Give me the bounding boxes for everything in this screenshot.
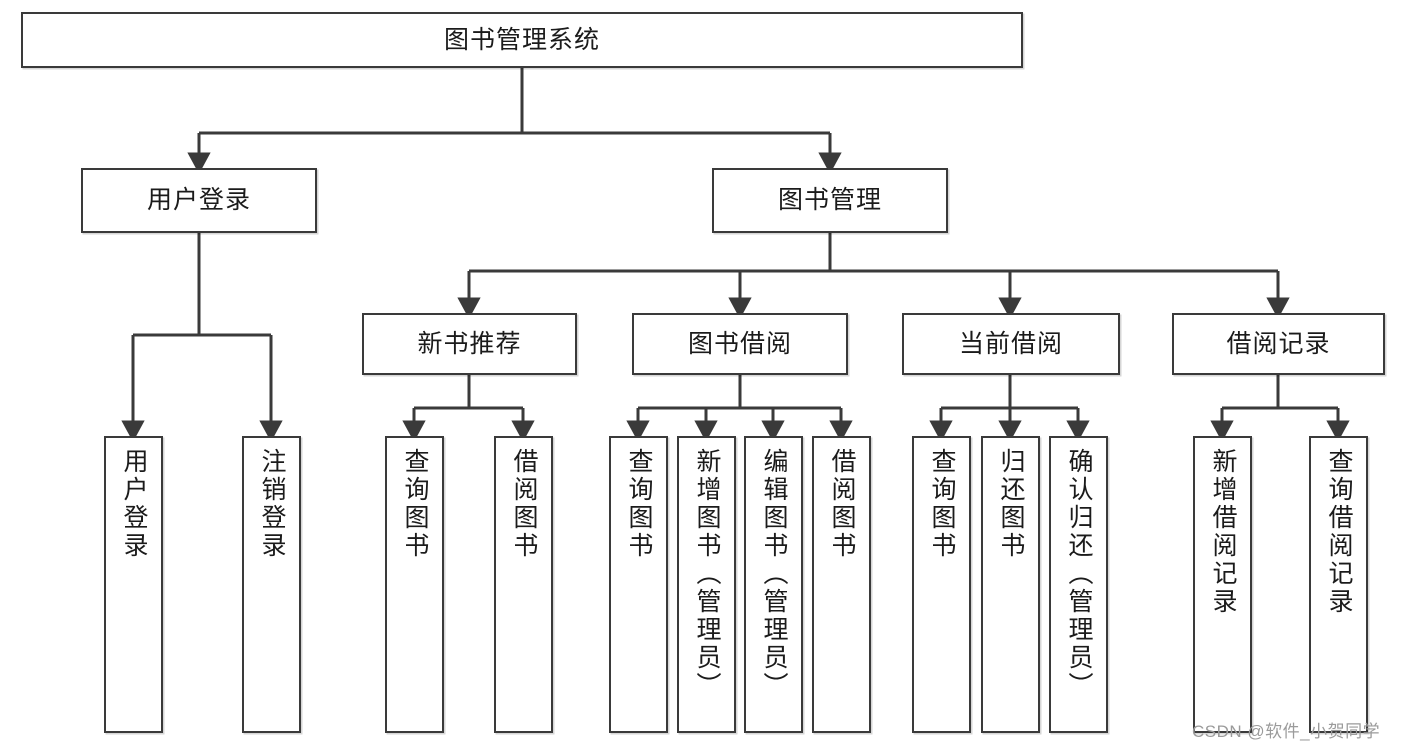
node-root-label: 图书管理系统 (443, 25, 600, 54)
node-leaf-borrow-book-1[interactable]: 借阅图书 (494, 436, 553, 733)
node-leaf-query-book-2[interactable]: 查询图书 (609, 436, 668, 733)
node-user-login-label: 用户登录 (146, 186, 251, 215)
node-leaf-add-book[interactable]: 新增图书（管理员） (677, 436, 736, 733)
node-leaf-confirm-return-label: 确认归还（管理员） (1065, 448, 1093, 700)
node-leaf-add-book-label: 新增图书（管理员） (693, 448, 721, 700)
node-leaf-return-book[interactable]: 归还图书 (981, 436, 1040, 733)
node-leaf-return-book-label: 归还图书 (997, 448, 1025, 560)
node-book-manage-label: 图书管理 (777, 186, 882, 215)
node-leaf-logout-label: 注销登录 (258, 448, 286, 560)
node-leaf-edit-book-label: 编辑图书（管理员） (760, 448, 788, 700)
node-leaf-query-book-3-label: 查询图书 (928, 448, 956, 560)
node-leaf-borrow-book-2-label: 借阅图书 (828, 448, 856, 560)
node-leaf-add-record-label: 新增借阅记录 (1209, 448, 1237, 616)
node-current-borrow-label: 当前借阅 (958, 329, 1063, 358)
node-root[interactable]: 图书管理系统 (21, 12, 1023, 68)
node-leaf-logout[interactable]: 注销登录 (242, 436, 301, 733)
node-user-login[interactable]: 用户登录 (81, 168, 317, 233)
node-leaf-query-book-3[interactable]: 查询图书 (912, 436, 971, 733)
node-leaf-user-login[interactable]: 用户登录 (104, 436, 163, 733)
node-new-book-recommend-label: 新书推荐 (417, 329, 522, 358)
node-leaf-user-login-label: 用户登录 (120, 448, 148, 560)
node-new-book-recommend[interactable]: 新书推荐 (362, 313, 577, 375)
csdn-watermark: CSDN @软件_小贺同学 (1192, 722, 1381, 741)
node-leaf-confirm-return[interactable]: 确认归还（管理员） (1049, 436, 1108, 733)
node-leaf-query-record-label: 查询借阅记录 (1325, 448, 1353, 616)
node-leaf-query-book-1-label: 查询图书 (401, 448, 429, 560)
node-leaf-query-book-2-label: 查询图书 (625, 448, 653, 560)
node-leaf-query-book-1[interactable]: 查询图书 (385, 436, 444, 733)
node-leaf-edit-book[interactable]: 编辑图书（管理员） (744, 436, 803, 733)
node-leaf-add-record[interactable]: 新增借阅记录 (1193, 436, 1252, 733)
node-leaf-borrow-book-2[interactable]: 借阅图书 (812, 436, 871, 733)
node-book-borrow-label: 图书借阅 (687, 329, 792, 358)
node-current-borrow[interactable]: 当前借阅 (902, 313, 1120, 375)
node-book-manage[interactable]: 图书管理 (712, 168, 948, 233)
node-borrow-record[interactable]: 借阅记录 (1172, 313, 1385, 375)
node-book-borrow[interactable]: 图书借阅 (632, 313, 848, 375)
node-leaf-query-record[interactable]: 查询借阅记录 (1309, 436, 1368, 733)
node-borrow-record-label: 借阅记录 (1226, 329, 1331, 358)
node-leaf-borrow-book-1-label: 借阅图书 (510, 448, 538, 560)
